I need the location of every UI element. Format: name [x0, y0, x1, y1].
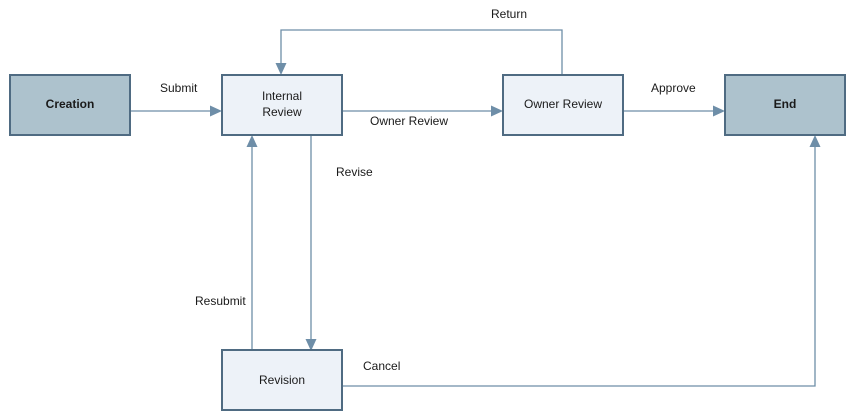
edge-revise-label: Revise [336, 165, 373, 179]
node-owner-review[interactable]: Owner Review [502, 74, 624, 136]
node-revision-box [221, 349, 343, 411]
edge-labels: Submit Owner Review Return Approve Revis… [160, 7, 696, 373]
edge-approve-arrowhead [713, 105, 725, 117]
node-internal-review-label-line2: Review [262, 105, 302, 119]
connectors [130, 29, 821, 387]
nodes: Creation Internal Review Owner Review En… [9, 74, 846, 411]
node-internal-review[interactable]: Internal Review [221, 74, 343, 136]
node-owner-review-label: Owner Review [524, 97, 602, 111]
edge-resubmit-label: Resubmit [195, 294, 246, 308]
edge-approve-label: Approve [651, 81, 696, 95]
node-end[interactable]: End [724, 74, 846, 136]
edge-return-label: Return [491, 7, 527, 21]
edge-owner-review-label: Owner Review [370, 114, 448, 128]
node-revision-label: Revision [259, 373, 305, 387]
node-revision[interactable]: Revision [221, 349, 343, 411]
node-creation-box [9, 74, 131, 136]
node-internal-review-box [221, 74, 343, 136]
edge-return [280, 29, 563, 75]
edge-revise-arrowhead [305, 339, 317, 351]
node-end-box [724, 74, 846, 136]
edge-resubmit-arrowhead [246, 135, 258, 147]
node-internal-review-label-line1: Internal [262, 89, 302, 103]
edge-cancel-arrowhead [809, 135, 821, 147]
edge-owner-review-arrowhead [491, 105, 503, 117]
edge-cancel [342, 145, 816, 387]
node-creation[interactable]: Creation [9, 74, 131, 136]
node-owner-review-box [502, 74, 624, 136]
node-end-label: End [774, 97, 797, 111]
edge-submit-arrowhead [210, 105, 222, 117]
node-creation-label: Creation [46, 97, 95, 111]
edge-cancel-label: Cancel [363, 359, 400, 373]
edge-return-arrowhead [275, 63, 287, 75]
edge-submit-label: Submit [160, 81, 198, 95]
